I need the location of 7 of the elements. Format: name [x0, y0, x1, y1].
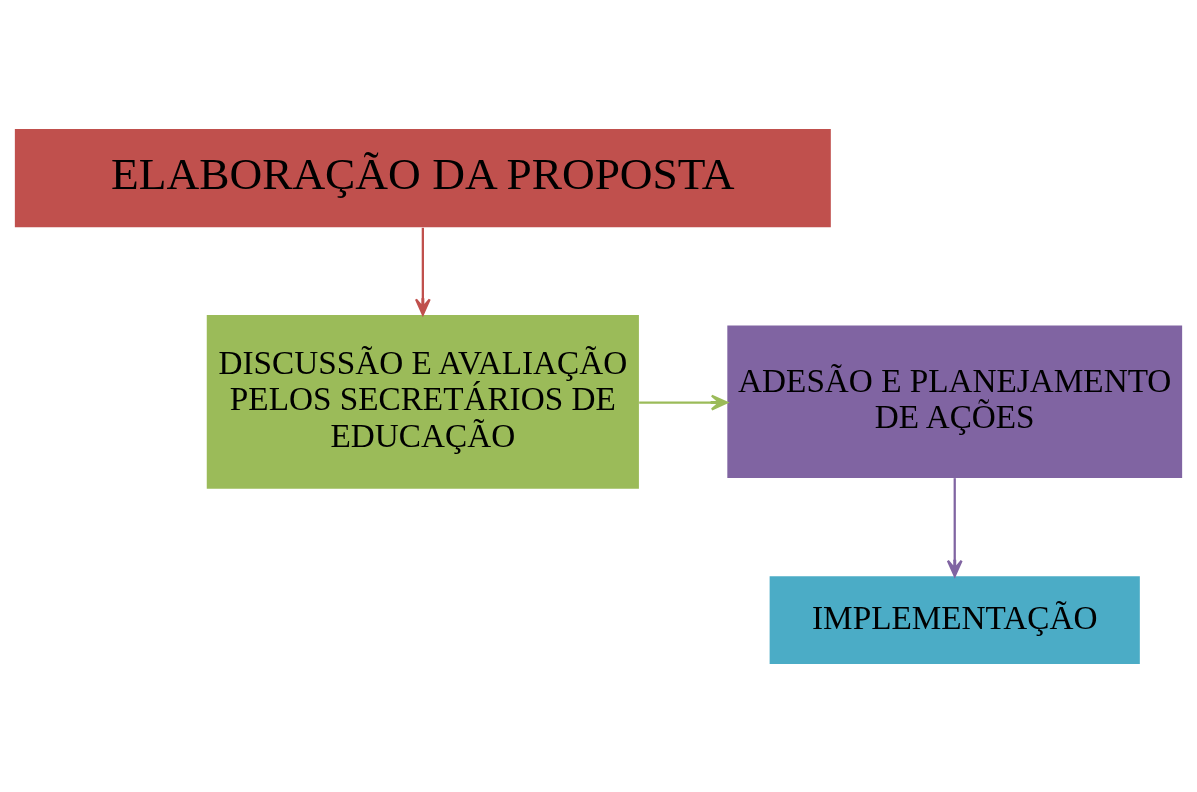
- node-box: DISCUSSÃO E AVALIAÇÃO PELOS SECRETÁRIOS DE EDUCAÇÃO: [206, 314, 639, 489]
- node-box: ADESÃO E PLANEJAMENTO DE AÇÕES: [727, 325, 1183, 478]
- node-box: IMPLEMENTAÇÃO: [769, 575, 1140, 664]
- arrow: [639, 394, 729, 410]
- node-box: ELABORAÇÃO DA PROPOSTA: [14, 128, 831, 227]
- arrow: [414, 227, 431, 316]
- arrow: [946, 477, 963, 577]
